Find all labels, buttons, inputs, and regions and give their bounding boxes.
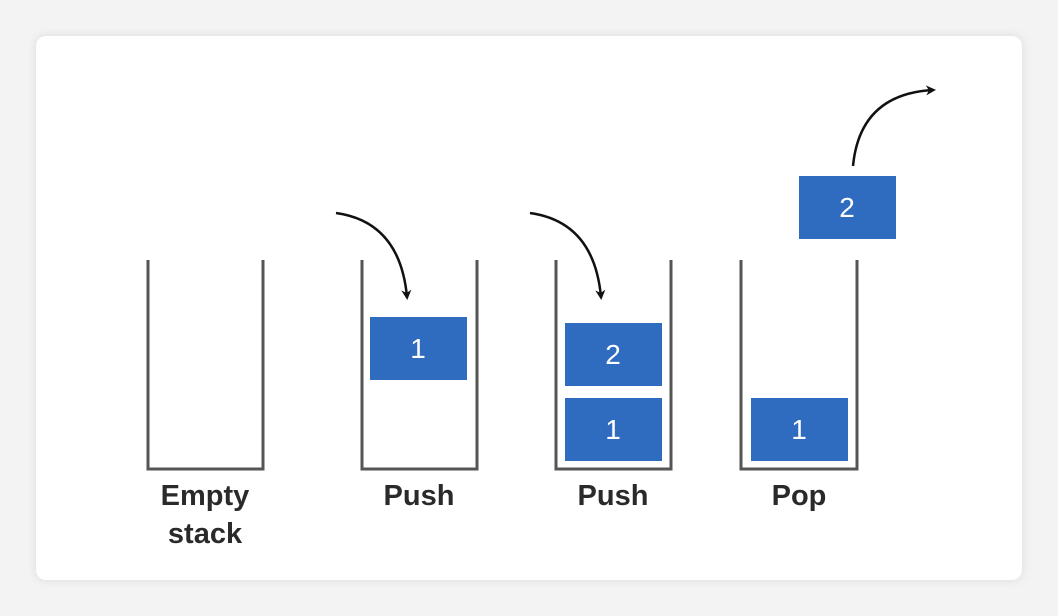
stack-container	[360, 260, 479, 471]
stack-block-value: 2	[605, 339, 621, 370]
stack-container	[146, 260, 265, 471]
stack-block	[751, 398, 848, 461]
popped-block	[799, 176, 896, 239]
stack-block	[565, 398, 662, 461]
stage-label-line-2: stack	[168, 518, 243, 550]
stage-push-2: 2 1 Push	[529, 211, 673, 512]
stage-pop: 1 2 Pop	[739, 85, 936, 512]
pop-arrow	[851, 85, 936, 167]
stack-container	[554, 260, 673, 471]
stack-block-value: 1	[605, 414, 621, 445]
stack-block	[565, 323, 662, 386]
stage-label: Pop	[772, 480, 827, 512]
stage-empty-stack: Empty stack	[146, 260, 265, 550]
popped-block-value: 2	[839, 192, 855, 223]
push-arrow	[335, 211, 412, 300]
stack-block-value: 1	[410, 333, 426, 364]
push-arrow	[529, 211, 606, 300]
stage-push-1: 1 Push	[335, 211, 479, 512]
stage-label: Push	[578, 480, 649, 512]
stage-label-line-1: Empty	[161, 480, 250, 512]
stage-label: Push	[384, 480, 455, 512]
stack-block	[370, 317, 467, 380]
stack-block-value: 1	[791, 414, 807, 445]
stack-container	[739, 260, 859, 471]
